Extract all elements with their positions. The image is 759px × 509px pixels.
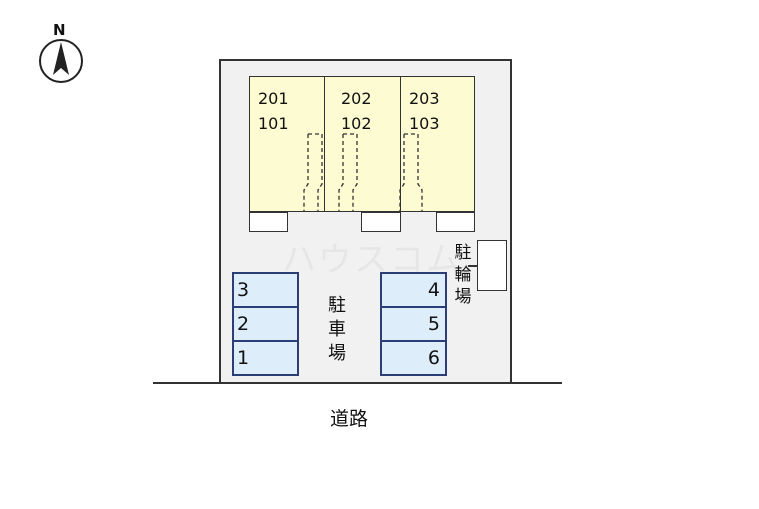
entrance-step xyxy=(249,212,288,232)
compass-icon xyxy=(39,39,83,83)
bicycle-parking-label: 駐 輪 場 xyxy=(452,242,474,308)
bicycle-label-char: 場 xyxy=(454,287,472,307)
bicycle-label-char: 輪 xyxy=(454,265,472,285)
unit-lower-number: 101 xyxy=(258,114,289,133)
bicycle-label-char: 駐 xyxy=(454,243,472,263)
parking-label: 駐 車 場 xyxy=(326,294,348,366)
parking-slot-5: 5 xyxy=(380,306,447,342)
parking-label-char: 車 xyxy=(328,319,346,340)
interior-stairs-outline xyxy=(303,133,423,212)
parking-slot-2: 2 xyxy=(232,306,299,342)
road-line xyxy=(153,382,562,384)
parking-label-char: 場 xyxy=(328,343,346,364)
unit-lower-number: 102 xyxy=(341,114,372,133)
bicycle-parking-connector xyxy=(468,265,478,267)
parking-slot-number: 2 xyxy=(237,313,250,335)
road-label: 道路 xyxy=(330,408,369,430)
entrance-step xyxy=(361,212,401,232)
parking-slot-3: 3 xyxy=(232,272,299,308)
unit-202-102: 202 102 xyxy=(324,76,401,212)
parking-slot-4: 4 xyxy=(380,272,447,308)
parking-slot-number: 1 xyxy=(237,347,250,369)
unit-upper-number: 201 xyxy=(258,89,289,108)
parking-slot-number: 5 xyxy=(427,313,440,335)
unit-203-103: 203 103 xyxy=(400,76,475,212)
unit-lower-number: 103 xyxy=(409,114,440,133)
parking-slot-6: 6 xyxy=(380,340,447,376)
parking-slot-number: 4 xyxy=(427,279,440,301)
parking-label-char: 駐 xyxy=(328,295,346,316)
entrance-step xyxy=(436,212,475,232)
unit-upper-number: 202 xyxy=(341,89,372,108)
compass-north-label: N xyxy=(53,21,66,39)
unit-upper-number: 203 xyxy=(409,89,440,108)
parking-slot-1: 1 xyxy=(232,340,299,376)
parking-slot-number: 3 xyxy=(237,279,250,301)
compass: N xyxy=(38,22,86,84)
bicycle-parking-area xyxy=(477,240,507,291)
unit-201-101: 201 101 xyxy=(249,76,325,212)
parking-slot-number: 6 xyxy=(427,347,440,369)
